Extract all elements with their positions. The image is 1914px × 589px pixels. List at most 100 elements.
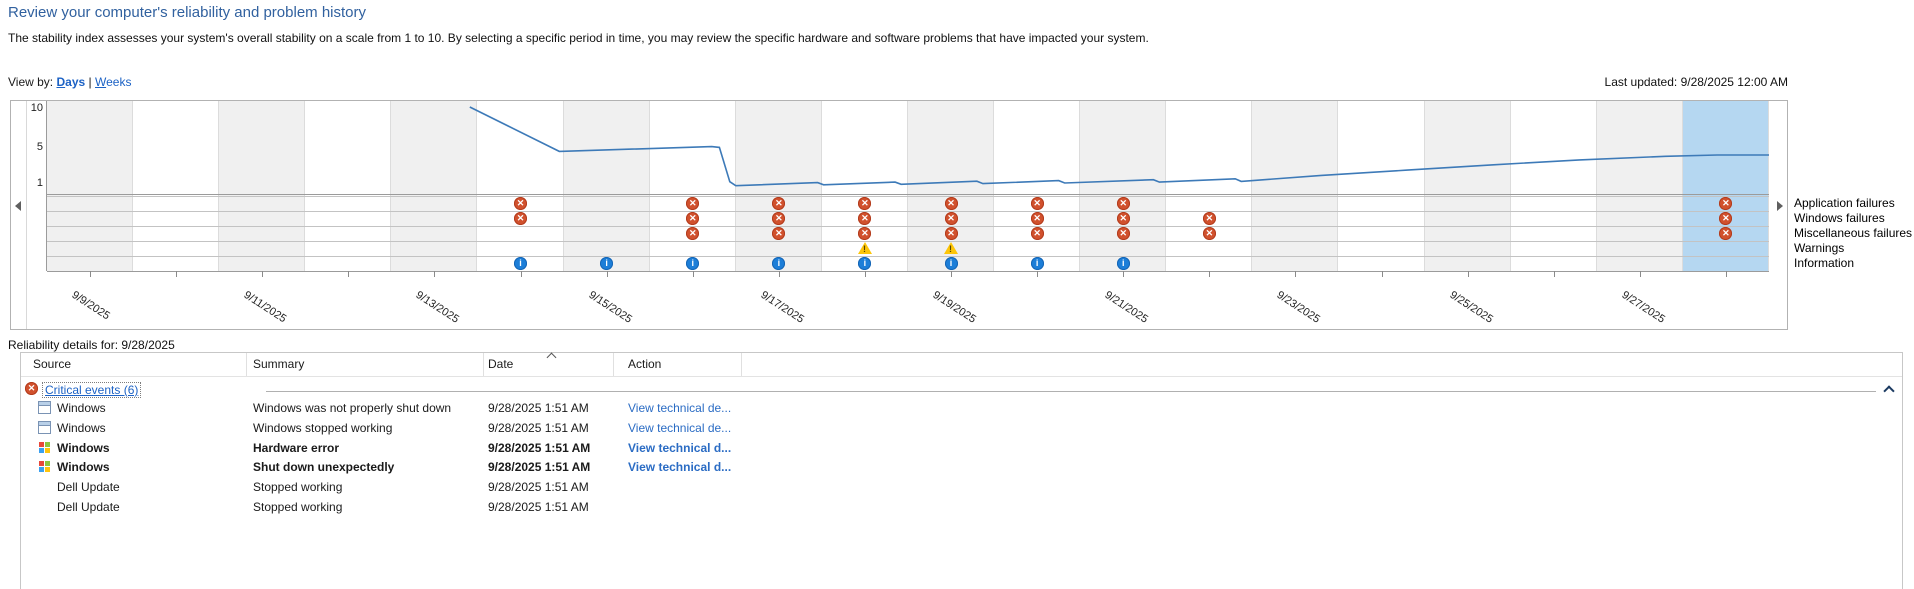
error-icon: ✕ — [1116, 197, 1130, 210]
x-tick — [1295, 271, 1297, 277]
last-updated-text: Last updated: 9/28/2025 12:00 AM — [1604, 75, 1788, 89]
error-icon: ✕ — [858, 197, 872, 210]
day-column-9/10/2025[interactable] — [133, 101, 220, 271]
view-by-label: View by: — [8, 75, 54, 89]
error-icon: ✕ — [1030, 212, 1044, 225]
y-tick-label: 5 — [36, 141, 43, 153]
summary-cell: Hardware error — [253, 440, 340, 455]
column-header-source[interactable]: Source — [33, 357, 72, 371]
source-cell: Windows — [57, 440, 110, 455]
x-axis-label: 9/15/2025 — [586, 289, 634, 326]
day-column-9/12/2025[interactable] — [305, 101, 392, 271]
error-icon: ✕ — [1719, 197, 1733, 210]
error-icon: ✕ — [772, 212, 786, 225]
day-column-9/26/2025[interactable] — [1510, 101, 1597, 271]
x-tick — [1381, 271, 1383, 277]
x-tick — [90, 271, 92, 277]
critical-events-group-row[interactable]: ✕ Critical events (6) — [21, 379, 1902, 399]
day-column-9/9/2025[interactable] — [47, 101, 134, 271]
table-row[interactable]: Dell Update Stopped working 9/28/2025 1:51… — [21, 478, 1902, 498]
date-cell: 9/28/2025 1:51 AM — [488, 480, 589, 495]
error-icon: ✕ — [1116, 212, 1130, 225]
row-separator — [47, 226, 1769, 227]
x-tick — [1037, 271, 1039, 277]
row-separator — [47, 256, 1769, 257]
stability-line — [469, 106, 1769, 187]
source-cell: Windows — [57, 420, 106, 435]
date-cell: 9/28/2025 1:51 AM — [488, 460, 591, 475]
summary-cell: Shut down unexpectedly — [253, 460, 395, 475]
x-axis-label: 9/27/2025 — [1619, 289, 1667, 326]
x-axis-label: 9/19/2025 — [930, 289, 979, 326]
day-column-9/15/2025[interactable] — [563, 101, 650, 271]
x-tick — [520, 271, 522, 277]
warning-icon — [944, 242, 959, 254]
view-technical-details-link[interactable]: View technical d... — [628, 440, 732, 455]
x-axis-label: 9/17/2025 — [758, 289, 806, 326]
error-icon: ✕ — [944, 197, 958, 210]
day-column-9/11/2025[interactable] — [219, 101, 306, 271]
view-technical-details-link[interactable]: View technical de... — [628, 420, 732, 435]
x-tick — [348, 271, 350, 277]
column-header-date[interactable]: Date — [488, 357, 514, 371]
view-technical-details-link[interactable]: View technical de... — [628, 401, 732, 415]
error-icon: ✕ — [944, 227, 958, 240]
column-header-action[interactable]: Action — [628, 357, 662, 371]
x-axis-label: 9/13/2025 — [413, 289, 462, 326]
day-column-9/25/2025[interactable] — [1424, 101, 1511, 271]
row-separator — [47, 271, 1769, 272]
row-separator — [47, 211, 1769, 212]
summary-cell: Stopped working — [253, 480, 343, 495]
scroll-strip-divider — [26, 101, 27, 329]
view-by-weeks-link[interactable]: Weeks — [95, 75, 132, 89]
view-technical-details-link[interactable]: View technical d... — [628, 460, 732, 475]
day-column-9/14/2025[interactable] — [477, 101, 564, 271]
info-icon: i — [772, 257, 786, 270]
day-column-9/28/2025[interactable] — [1682, 101, 1769, 271]
day-column-9/24/2025[interactable] — [1338, 101, 1425, 271]
source-cell: Dell Update — [57, 480, 120, 495]
row-separator — [47, 194, 1769, 195]
legend-label-error: Windows failures — [1794, 211, 1885, 225]
x-axis-label: 9/9/2025 — [69, 289, 112, 323]
view-by-bar: View by: Days | Weeks — [8, 75, 131, 89]
day-column-9/13/2025[interactable] — [391, 101, 478, 271]
day-column-9/17/2025[interactable] — [735, 101, 822, 271]
x-tick — [1467, 271, 1469, 277]
plot-left-border — [46, 101, 47, 271]
day-column-9/21/2025[interactable] — [1080, 101, 1167, 271]
source-cell: Dell Update — [57, 500, 120, 514]
x-axis-label: 9/11/2025 — [241, 289, 289, 326]
scroll-left-icon[interactable] — [15, 201, 21, 211]
header-separator — [613, 353, 614, 376]
error-icon: ✕ — [1202, 227, 1216, 240]
details-table: Source Summary Date Action ✕ Critical event… — [20, 352, 1903, 589]
day-column-9/27/2025[interactable] — [1596, 101, 1683, 271]
error-icon: ✕ — [686, 197, 700, 210]
day-column-9/22/2025[interactable] — [1166, 101, 1253, 271]
header-divider — [21, 376, 1902, 377]
day-column-9/23/2025[interactable] — [1252, 101, 1339, 271]
group-divider-line — [266, 391, 1876, 392]
header-separator — [483, 353, 484, 376]
column-header-summary[interactable]: Summary — [253, 357, 305, 371]
error-icon: ✕ — [772, 197, 786, 210]
day-column-9/20/2025[interactable] — [994, 101, 1081, 271]
scroll-right-icon[interactable] — [1777, 201, 1783, 211]
summary-cell: Windows stopped working — [253, 420, 393, 435]
error-icon: ✕ — [1202, 212, 1216, 225]
collapse-chevron-icon[interactable] — [1883, 385, 1895, 397]
date-cell: 9/28/2025 1:51 AM — [488, 500, 589, 514]
critical-events-link[interactable]: Critical events (6) — [42, 382, 142, 398]
view-by-days-link[interactable]: Days — [56, 75, 86, 89]
day-column-9/16/2025[interactable] — [649, 101, 736, 271]
page-title: Review your computer's reliability and p… — [8, 4, 367, 21]
info-icon: i — [1116, 257, 1130, 270]
x-tick — [778, 271, 780, 277]
